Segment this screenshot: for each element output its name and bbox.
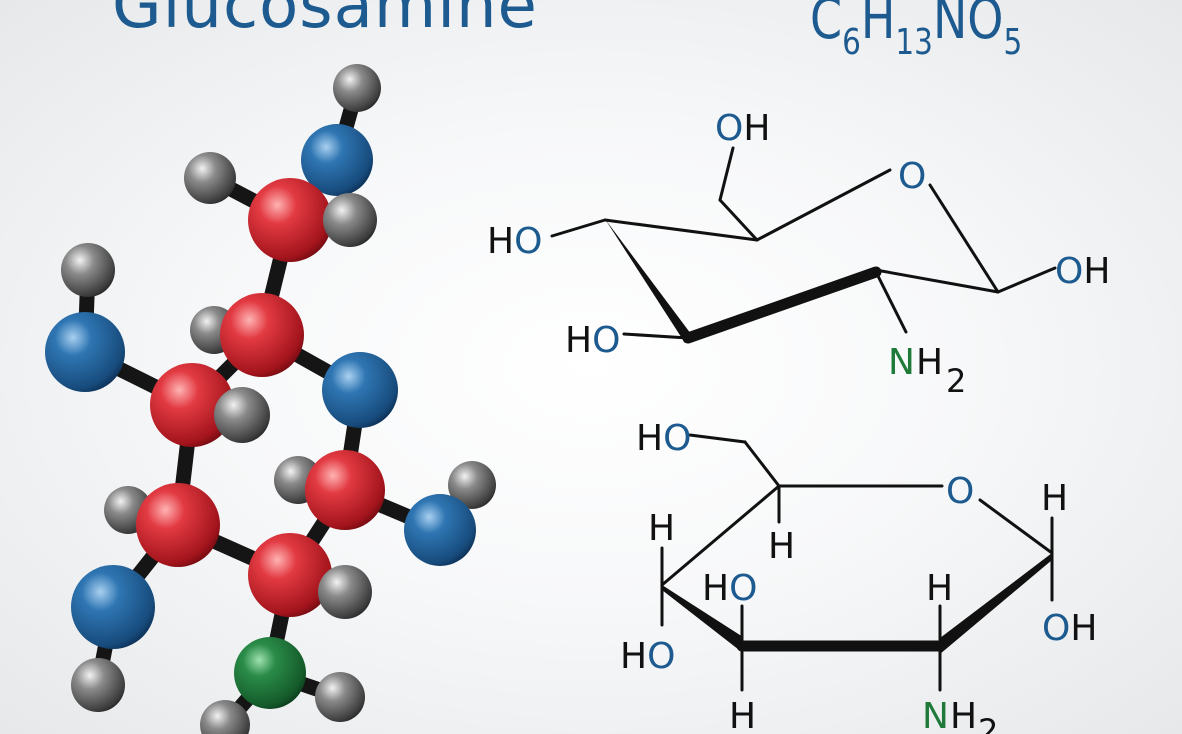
formula-oxygen: O (967, 0, 1004, 52)
haworth-bonds (660, 433, 1054, 692)
chair-nitrogen-label: N (888, 342, 915, 383)
formula-hydrogen-count: 13 (895, 22, 933, 63)
nitrogen-atom (234, 637, 306, 709)
molecular-formula: C6H13NO5 (810, 0, 1022, 61)
formula-nitrogen: N (932, 0, 968, 52)
carbon-atom (136, 483, 220, 567)
hydrogen-atom (333, 64, 381, 112)
haworth-nh2-h-label: H (950, 696, 977, 734)
hydrogen-atom (315, 672, 365, 722)
chair-ho-bottom-label: HO (565, 320, 620, 361)
hydrogen-atom (448, 461, 496, 509)
hydrogen-atom (71, 658, 125, 712)
haworth-c1-oh-label: OH (1042, 608, 1097, 649)
haworth-c4-oh-label: HO (620, 636, 675, 677)
hydrogen-atom (318, 565, 372, 619)
haworth-nitrogen-label: N (922, 696, 949, 734)
carbon-atom (305, 450, 385, 530)
hydrogen-atom (61, 243, 115, 297)
haworth-c5-h-label: H (768, 526, 795, 567)
haworth-nh2-subscript: 2 (978, 712, 998, 734)
formula-hydrogen: H (860, 0, 896, 52)
haworth-c1-h-label: H (1041, 478, 1068, 519)
ring-oxygen-atom (322, 352, 398, 428)
chair-nh2-subscript: 2 (946, 362, 966, 400)
carbon-atom (220, 293, 304, 377)
hydrogen-atom (323, 193, 377, 247)
oxygen-atom (404, 494, 476, 566)
carbon-atom (248, 178, 332, 262)
oxygen-atom (71, 565, 155, 649)
chair-oh-right-label: OH (1055, 251, 1110, 292)
chair-ho-left-label: HO (487, 221, 542, 262)
model-atoms (45, 64, 496, 734)
haworth-c3-h-label: H (729, 696, 756, 734)
haworth-c3-oh-label: HO (702, 568, 757, 609)
hydrogen-atom (184, 152, 236, 204)
chair-nh2-h-label: H (916, 342, 943, 383)
formula-carbon: C (810, 0, 843, 52)
oxygen-atom (301, 124, 373, 196)
chair-atom-labels: OH O HO OH HO N H 2 (487, 108, 1110, 400)
diagram-title: Glucosamine (112, 0, 538, 43)
haworth-c2-h-label: H (926, 568, 953, 609)
oxygen-atom (45, 312, 125, 392)
carbon-atom (150, 363, 234, 447)
haworth-atom-labels: HO O H H H HO H OH HO H N H 2 (620, 418, 1097, 734)
formula-oxygen-count: 5 (1003, 22, 1023, 63)
hydrogen-atom (200, 700, 250, 734)
carbon-atom (248, 533, 332, 617)
haworth-ring-oxygen-label: O (946, 471, 974, 512)
haworth-c4-h-label: H (648, 508, 675, 549)
chair-oh-top-label: OH (715, 108, 770, 149)
chair-ring-oxygen-label: O (898, 156, 926, 197)
formula-carbon-count: 6 (842, 22, 861, 63)
chair-bonds (550, 146, 1057, 344)
haworth-ch2oh-label: HO (636, 418, 691, 459)
hydrogen-atom (214, 387, 270, 443)
